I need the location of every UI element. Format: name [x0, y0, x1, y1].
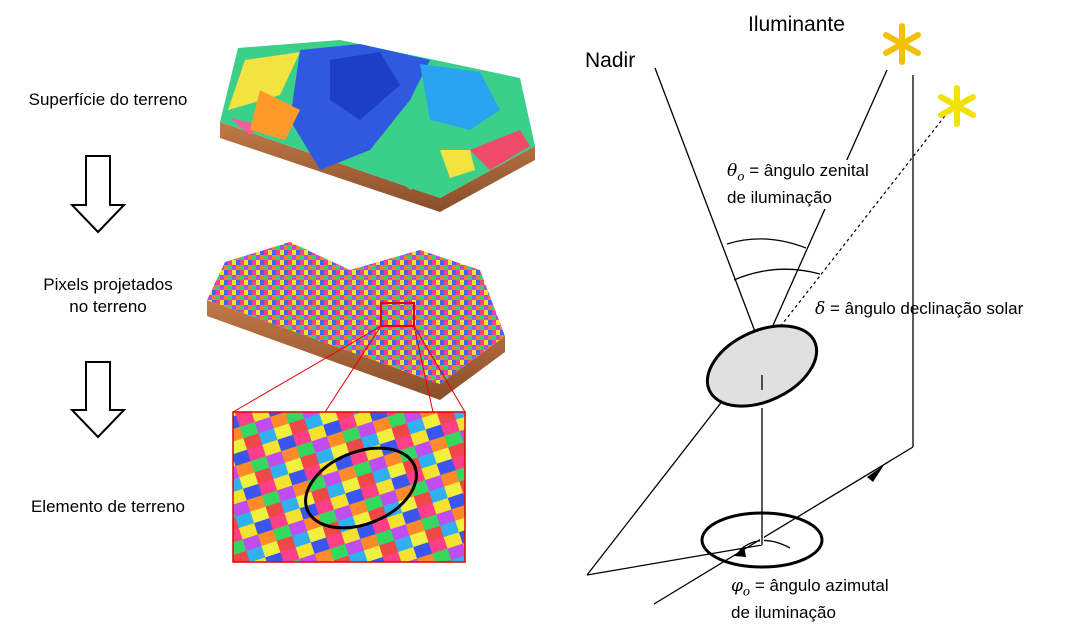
phi-label: φo = ângulo azimutal de iluminação: [731, 575, 889, 625]
terrain-pixels-block: [207, 242, 505, 400]
delta-label: δ = ângulo declinação solar: [815, 298, 1023, 320]
theta-subscript: o: [737, 169, 745, 184]
theta-label: θo = ângulo zenital de iluminação: [727, 160, 869, 210]
ground-ellipse: [700, 511, 824, 569]
step-label-element: Elemento de terreno: [30, 497, 186, 516]
down-arrow-2: [69, 361, 127, 439]
pixel-ellipse: [705, 324, 819, 408]
terrain-surface-block: [220, 40, 535, 212]
nadir-line: [654, 67, 763, 351]
step-label-surface: Superfície do terreno: [28, 90, 188, 109]
step-label-pixels-line2: no terreno: [69, 297, 147, 316]
declination-line: [761, 111, 949, 351]
step-label-pixels-line1: Pixels projetados: [43, 275, 173, 294]
phi-label-line2: de iluminação: [731, 603, 836, 623]
highlight-box: [380, 302, 415, 327]
theta-symbol: θ: [727, 161, 738, 181]
illuminant-label: Iluminante: [748, 13, 845, 36]
zoom-lines: [232, 325, 466, 413]
phi-text: = ângulo azimutal: [750, 576, 889, 595]
theta-label-line1: θo = ângulo zenital: [727, 160, 869, 187]
phi-label-line1: φo = ângulo azimutal: [731, 575, 889, 602]
phi-symbol: φ: [731, 576, 743, 596]
azimuth-arc-arrow: [734, 546, 746, 557]
delta-symbol: δ: [815, 299, 826, 319]
geometry-lines: [586, 67, 914, 605]
down-arrow-1: [69, 155, 127, 234]
delta-text: = ângulo declinação solar: [825, 299, 1024, 318]
terrain-element-ellipse: [304, 446, 418, 530]
sun-icon: [883, 23, 921, 65]
sun-declined-icon: [938, 85, 976, 127]
theta-text: = ângulo zenital: [744, 161, 869, 180]
nadir-label: Nadir: [585, 49, 636, 72]
terrain-element-zoom: [232, 411, 466, 563]
step-label-pixels: Pixels projetados no terreno: [8, 274, 208, 318]
azimuth-arrow: [867, 465, 884, 482]
theta-label-line2: de iluminação: [727, 188, 832, 208]
illumination-line: [761, 69, 888, 351]
phi-subscript: o: [742, 584, 751, 599]
